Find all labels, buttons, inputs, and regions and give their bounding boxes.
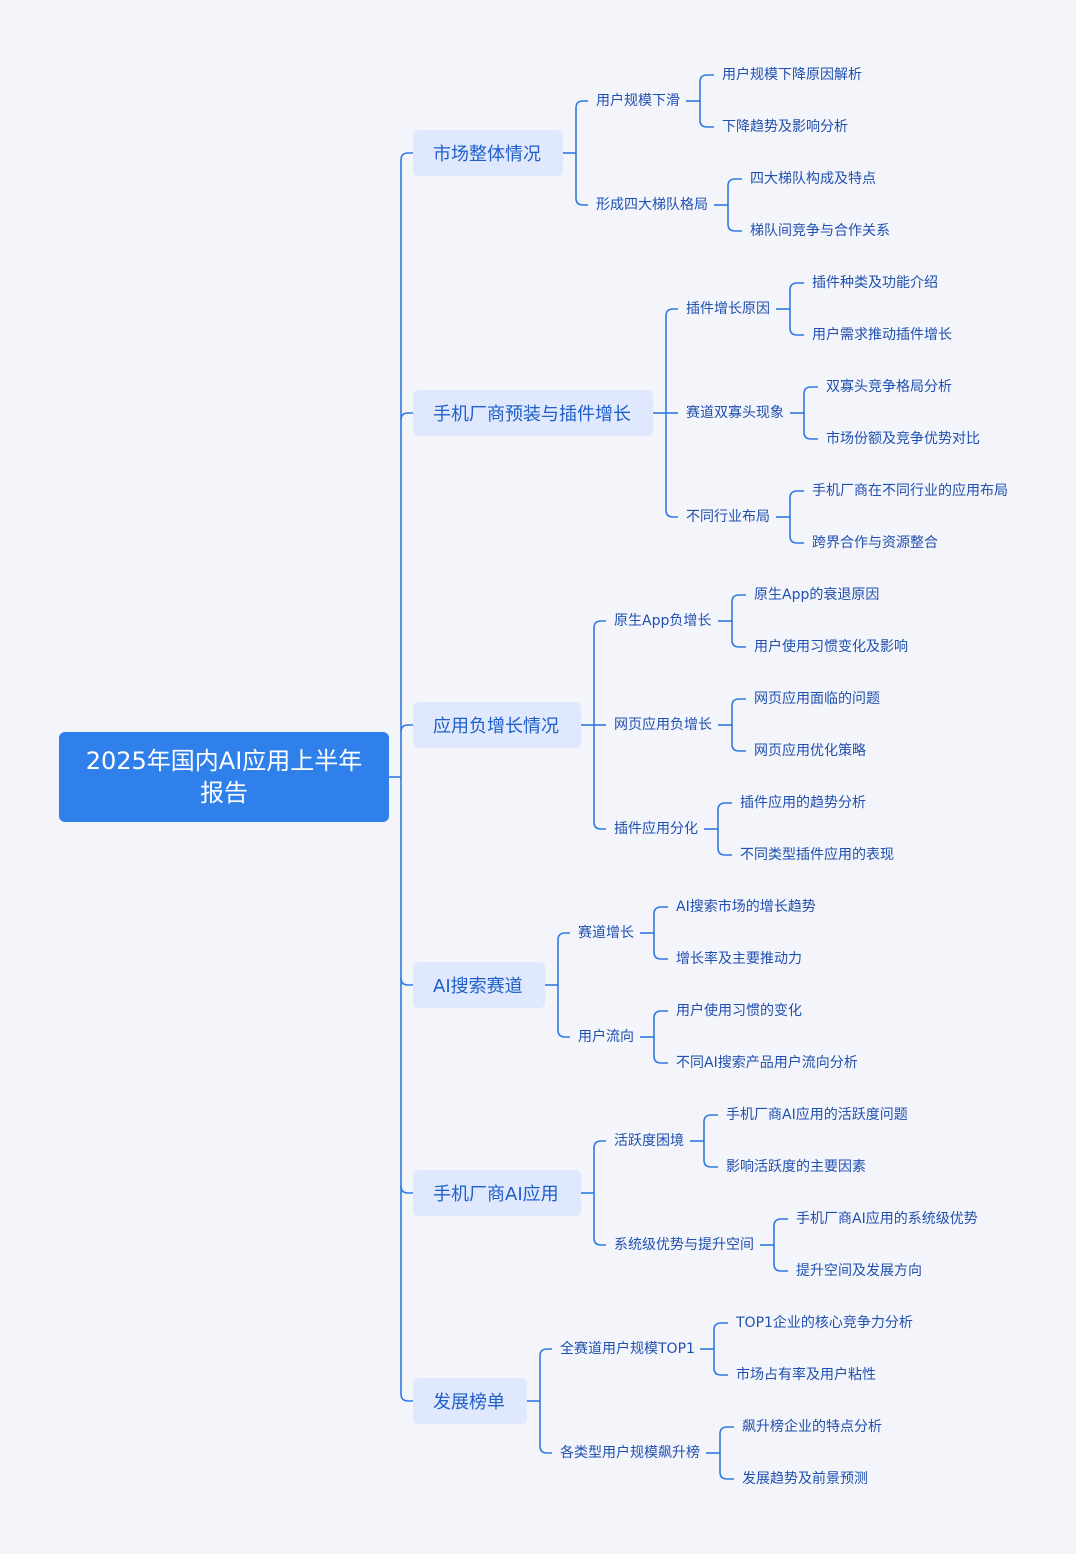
topic-node-6: 发展榜单	[413, 1378, 527, 1424]
subtopic-node: 赛道增长	[578, 925, 634, 941]
leaf-node: 网页应用优化策略	[754, 743, 866, 759]
leaf-node: 下降趋势及影响分析	[722, 119, 848, 135]
leaf-node: 网页应用面临的问题	[754, 691, 880, 707]
connector-3-1-branch-1	[653, 1055, 668, 1064]
connector-1-1-branch-0	[803, 386, 818, 395]
leaf-node: 市场占有率及用户粘性	[736, 1367, 876, 1383]
subtopic-node: 全赛道用户规模TOP1	[560, 1341, 695, 1357]
connector-1-2-branch-0	[789, 490, 804, 499]
leaf-node: 不同类型插件应用的表现	[740, 847, 894, 863]
leaf-node: 用户使用习惯的变化	[676, 1003, 802, 1019]
connector-1-0-branch-0	[789, 282, 804, 291]
connector-1-1-branch-1	[803, 431, 818, 440]
connector-5-branch-0	[539, 1348, 552, 1357]
connector-4-0-branch-0	[703, 1114, 718, 1123]
leaf-node: 跨界合作与资源整合	[812, 535, 938, 551]
subtopic-node: 插件应用分化	[614, 821, 698, 837]
connector-1-2-branch-1	[789, 535, 804, 544]
connector-2-branch-2	[593, 821, 606, 830]
leaf-node: 手机厂商AI应用的系统级优势	[796, 1211, 978, 1227]
connector-2-1-branch-0	[731, 698, 746, 707]
topic-node-2: 手机厂商预装与插件增长	[413, 390, 653, 436]
leaf-node: 用户规模下降原因解析	[722, 67, 862, 83]
leaf-node: 提升空间及发展方向	[796, 1263, 922, 1279]
topic-node-3: 应用负增长情况	[413, 702, 581, 748]
leaf-node: 梯队间竞争与合作关系	[750, 223, 890, 239]
connector-2-2-branch-0	[717, 802, 732, 811]
connector-root-branch-3	[400, 977, 413, 986]
connector-2-1-branch-1	[731, 743, 746, 752]
connector-3-branch-0	[557, 932, 570, 941]
leaf-node: 双寡头竞争格局分析	[826, 379, 952, 395]
leaf-node: 插件种类及功能介绍	[812, 275, 938, 291]
leaf-node: 影响活跃度的主要因素	[726, 1159, 866, 1175]
leaf-node: AI搜索市场的增长趋势	[676, 899, 816, 915]
leaf-node: 插件应用的趋势分析	[740, 795, 866, 811]
subtopic-node: 网页应用负增长	[614, 717, 712, 733]
connector-2-0-branch-0	[731, 594, 746, 603]
connector-root-branch-5	[400, 1393, 413, 1402]
leaf-node: 发展趋势及前景预测	[742, 1471, 868, 1487]
leaf-node: 用户需求推动插件增长	[812, 327, 952, 343]
connector-5-0-branch-1	[713, 1367, 728, 1376]
connector-4-1-branch-0	[773, 1218, 788, 1227]
connector-5-1-branch-0	[719, 1426, 734, 1435]
connector-0-1-branch-0	[727, 178, 742, 187]
connector-4-0-branch-1	[703, 1159, 718, 1168]
subtopic-node: 系统级优势与提升空间	[614, 1237, 754, 1253]
leaf-node: 市场份额及竞争优势对比	[826, 431, 980, 447]
connector-0-branch-1	[575, 197, 588, 206]
connector-2-0-branch-1	[731, 639, 746, 648]
subtopic-node: 用户规模下滑	[596, 93, 680, 109]
connector-3-branch-1	[557, 1029, 570, 1038]
connector-root-branch-4	[400, 1185, 413, 1194]
leaf-node: TOP1企业的核心竞争力分析	[736, 1315, 913, 1331]
subtopic-node: 形成四大梯队格局	[596, 197, 708, 213]
connector-root-branch-0	[400, 152, 413, 161]
leaf-node: 用户使用习惯变化及影响	[754, 639, 908, 655]
connector-0-branch-0	[575, 100, 588, 109]
subtopic-node: 不同行业布局	[686, 509, 770, 525]
subtopic-node: 活跃度困境	[614, 1133, 684, 1149]
subtopic-node: 赛道双寡头现象	[686, 405, 784, 421]
connector-root-branch-1	[400, 412, 413, 421]
connector-0-0-branch-0	[699, 74, 714, 83]
connector-root-branch-2	[400, 724, 413, 733]
connector-1-branch-0	[665, 308, 678, 317]
connector-5-0-branch-0	[713, 1322, 728, 1331]
subtopic-node: 原生App负增长	[614, 613, 712, 629]
connector-2-2-branch-1	[717, 847, 732, 856]
connector-1-branch-2	[665, 509, 678, 518]
root-node: 2025年国内AI应用上半年报告	[59, 732, 389, 822]
connector-1-0-branch-1	[789, 327, 804, 336]
leaf-node: 不同AI搜索产品用户流向分析	[676, 1055, 858, 1071]
connector-3-0-branch-0	[653, 906, 668, 915]
topic-node-1: 市场整体情况	[413, 130, 563, 176]
connector-4-1-branch-1	[773, 1263, 788, 1272]
leaf-node: 原生App的衰退原因	[754, 587, 880, 603]
connector-0-1-branch-1	[727, 223, 742, 232]
connector-5-1-branch-1	[719, 1471, 734, 1480]
leaf-node: 飙升榜企业的特点分析	[742, 1419, 882, 1435]
subtopic-node: 用户流向	[578, 1029, 634, 1045]
leaf-node: 增长率及主要推动力	[676, 951, 802, 967]
topic-node-5: 手机厂商AI应用	[413, 1170, 581, 1216]
connector-3-0-branch-1	[653, 951, 668, 960]
connector-4-branch-0	[593, 1140, 606, 1149]
connector-5-branch-1	[539, 1445, 552, 1454]
leaf-node: 四大梯队构成及特点	[750, 171, 876, 187]
leaf-node: 手机厂商在不同行业的应用布局	[812, 483, 1008, 499]
subtopic-node: 各类型用户规模飙升榜	[560, 1445, 700, 1461]
leaf-node: 手机厂商AI应用的活跃度问题	[726, 1107, 908, 1123]
topic-node-4: AI搜索赛道	[413, 962, 545, 1008]
connector-2-branch-0	[593, 620, 606, 629]
subtopic-node: 插件增长原因	[686, 301, 770, 317]
connector-3-1-branch-0	[653, 1010, 668, 1019]
connector-0-0-branch-1	[699, 119, 714, 128]
connector-4-branch-1	[593, 1237, 606, 1246]
